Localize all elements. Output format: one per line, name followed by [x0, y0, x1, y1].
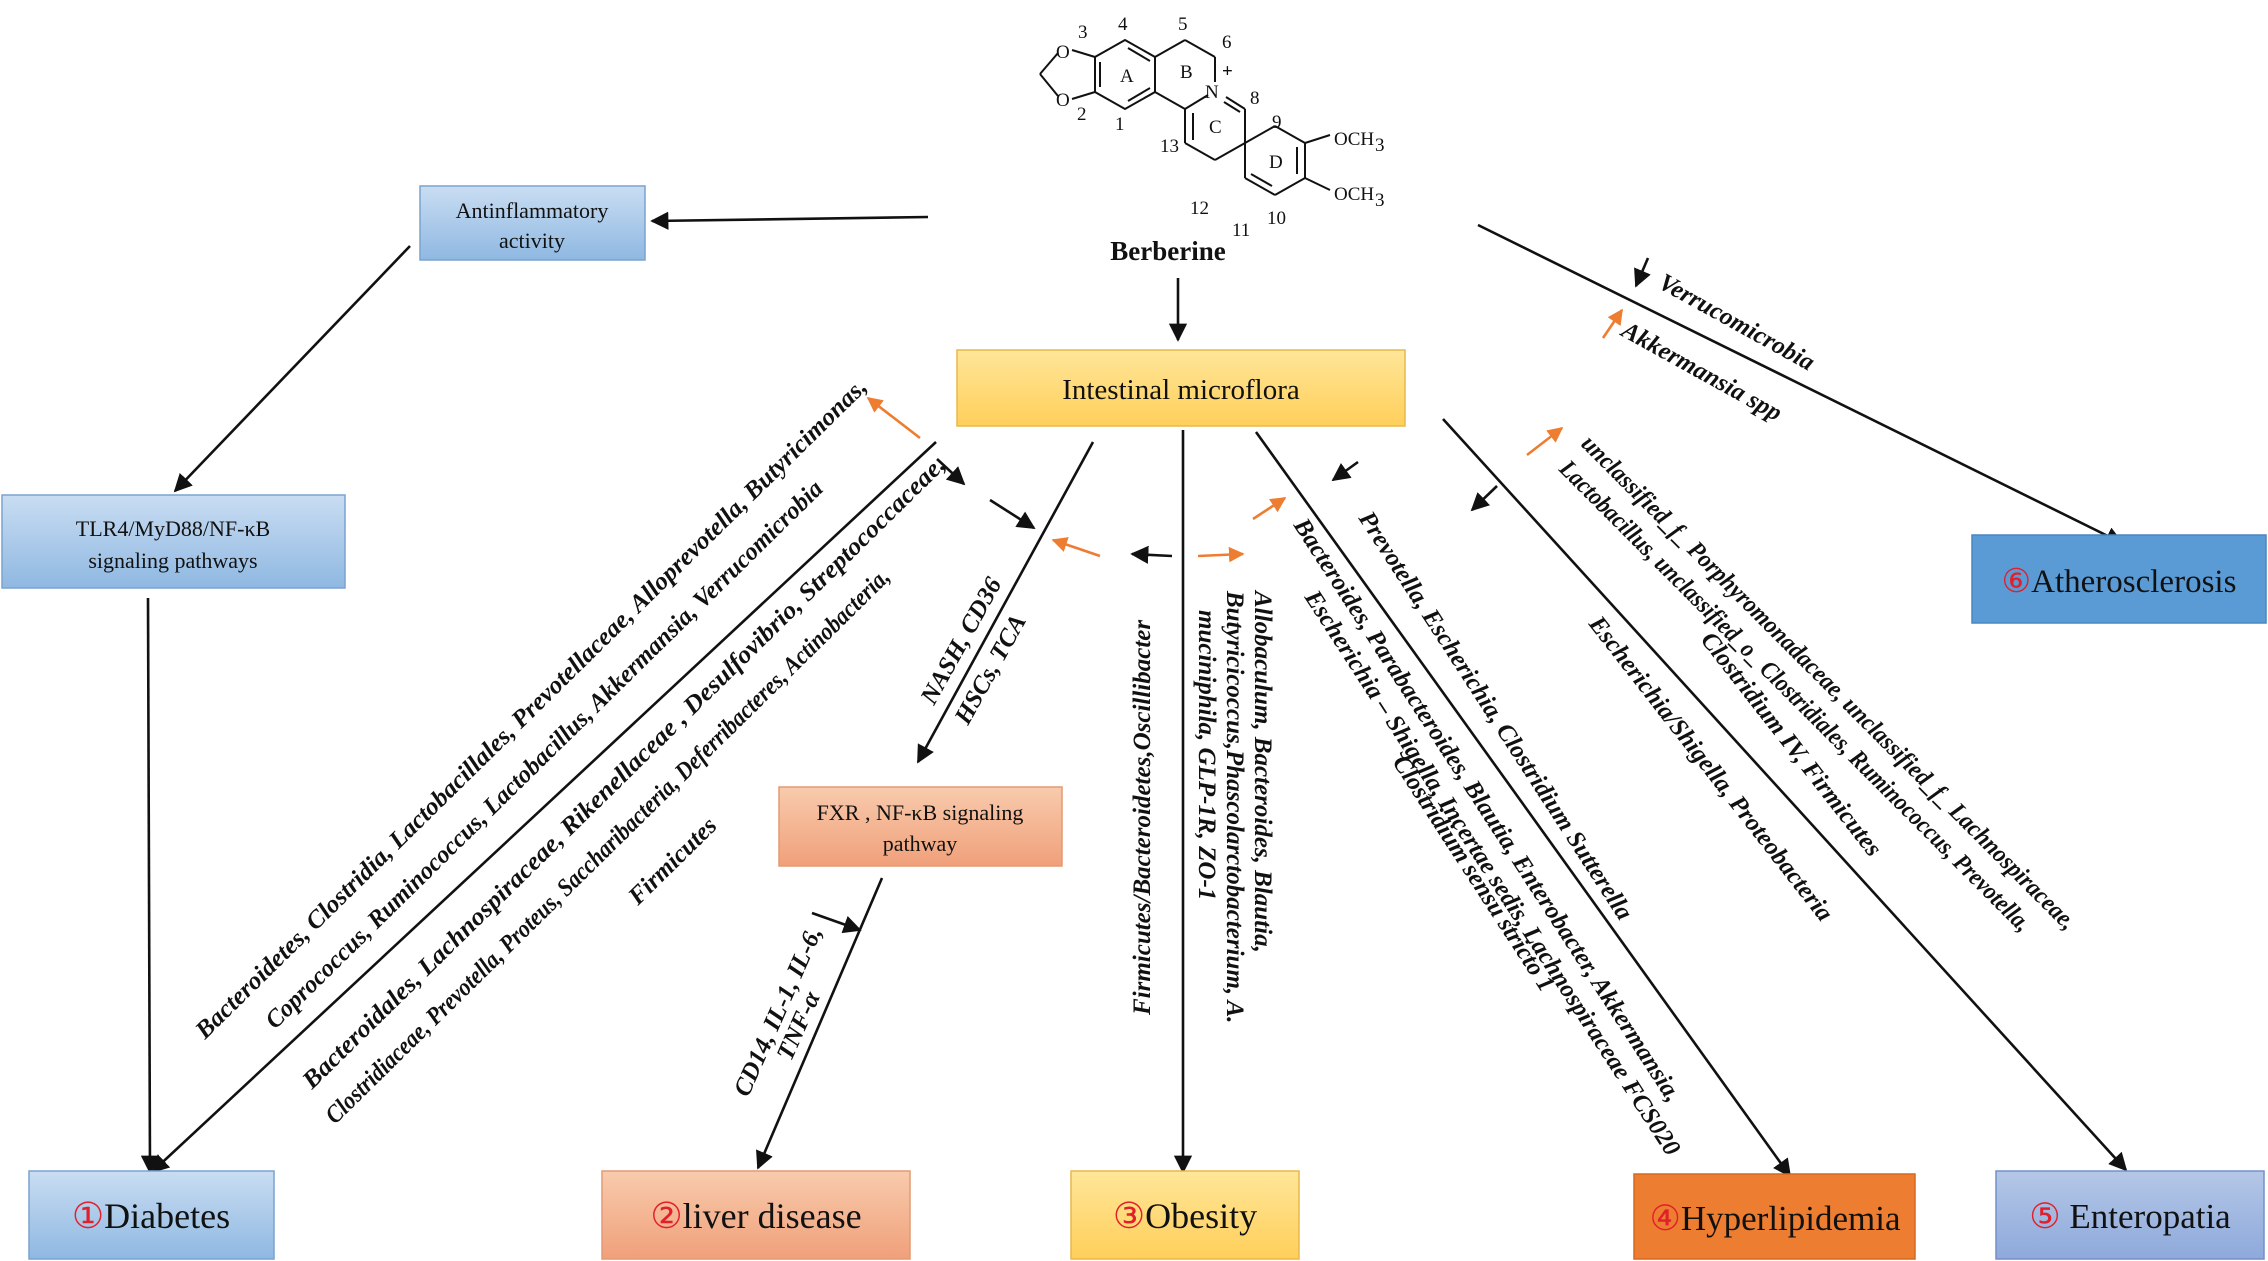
obesity-note-3: Butyricicoccus,Phascolarctobacterium, A. — [1221, 590, 1248, 1023]
box-liver-disease: ②liver disease — [601, 1170, 911, 1260]
atom-num-1: 1 — [1115, 114, 1125, 135]
diabetes-number: ① — [72, 1196, 104, 1236]
atom-num-2: 2 — [1077, 104, 1087, 125]
liver-label: liver disease — [683, 1196, 862, 1236]
atom-num-11: 11 — [1232, 220, 1250, 241]
annotations-obesity: Firmicutes/Bacteroidetes,Oscillibacter A… — [1129, 589, 1276, 1023]
atherosclerosis-number: ⑥ — [2002, 564, 2032, 600]
hyper-note-2: Bacteroides, Parabacteroides, Blautia, E… — [1287, 513, 1686, 1107]
arrow-microflora-to-fxr — [916, 441, 1095, 764]
berberine-atom-labels: O O N + OCH 3 OCH 3 A B C D 1 2 3 4 5 6 … — [1056, 14, 1385, 266]
svg-text:④Hyperlipidemia: ④Hyperlipidemia — [1649, 1199, 1901, 1238]
arrow-microflora-to-enteropatia — [1442, 418, 2128, 1172]
box-enteropatia: ⑤ Enteropatia — [1995, 1170, 2265, 1260]
annotations-hyperlipidemia: Prevotella, Escherichia, Clostridium Sut… — [1287, 506, 1686, 1161]
hyperlipidemia-label: Hyperlipidemia — [1681, 1199, 1901, 1238]
down-arrow-atherosclerosis — [1634, 257, 1651, 288]
och3-10: OCH — [1334, 184, 1374, 205]
arrow-microflora-to-diabetes — [150, 441, 937, 1174]
arrow-berberine-to-atherosclerosis — [1477, 223, 2124, 545]
box-tlr4: TLR4/MyD88/NF-κB signaling pathways — [1, 494, 346, 589]
och3-10-sub: 3 — [1375, 190, 1385, 211]
atom-num-12: 12 — [1190, 198, 1209, 219]
atom-num-5: 5 — [1178, 14, 1188, 35]
box-hyperlipidemia: ④Hyperlipidemia — [1633, 1173, 1916, 1260]
enteropatia-label: Enteropatia — [2061, 1197, 2232, 1236]
down-arrow-diabetes-a — [936, 458, 966, 486]
arrow-berberine-to-antiinflammatory — [650, 211, 929, 230]
obesity-note-1: Firmicutes/Bacteroidetes,Oscillibacter — [1129, 620, 1156, 1016]
up-arrow-atherosclerosis — [1601, 308, 1624, 339]
och3-9: OCH — [1334, 129, 1374, 150]
liver-number: ② — [650, 1196, 682, 1236]
obesity-note-4: muciniphila, GLP-1R, ZO-1 — [1193, 610, 1220, 900]
diabetes-note-1: Bacteroidetes, Clostridia, Lactobacillal… — [190, 373, 873, 1045]
up-arrow-hyperlipidemia — [1252, 496, 1287, 521]
berberine-title: Berberine — [1110, 236, 1225, 266]
fxr-line1: FXR , NF-κB signaling — [817, 800, 1024, 825]
up-arrow-diabetes — [866, 396, 921, 440]
enteropatia-number: ⑤ — [2029, 1197, 2060, 1236]
up-arrow-liver — [1051, 537, 1101, 558]
tlr4-line2: signaling pathways — [88, 548, 257, 573]
connectors — [140, 211, 2128, 1178]
tlr4-line1: TLR4/MyD88/NF-κB — [76, 516, 270, 541]
arrow-tlr4-to-diabetes — [140, 597, 160, 1174]
down-arrow-enteropatia — [1470, 485, 1498, 512]
atom-o-top: O — [1056, 42, 1070, 63]
trend-arrows — [866, 257, 1651, 564]
atom-num-3: 3 — [1078, 22, 1088, 43]
svg-text:⑤ Enteropatia: ⑤ Enteropatia — [2029, 1197, 2231, 1236]
berberine-structure — [1039, 38, 1331, 196]
atom-num-4: 4 — [1118, 14, 1128, 35]
box-fxr: FXR , NF-κB signaling pathway — [778, 786, 1063, 867]
diabetes-note-3: Bacteroidales, Lachnospiraceae, Rikenell… — [297, 451, 951, 1095]
ring-a-label: A — [1120, 66, 1134, 87]
atom-num-13: 13 — [1160, 136, 1179, 157]
arrow-microflora-to-hyperlipidemia — [1254, 431, 1792, 1178]
svg-text:②liver disease: ②liver disease — [650, 1196, 861, 1236]
box-antiinflammatory: Antinflammatory activity — [419, 185, 646, 261]
intestinal-label: Intestinal microflora — [1062, 374, 1300, 406]
ring-b-label: B — [1180, 62, 1193, 83]
down-arrow-obesity — [1130, 545, 1173, 564]
atom-num-9: 9 — [1272, 112, 1282, 133]
hyperlipidemia-number: ④ — [1649, 1199, 1680, 1238]
atherosclerosis-label: Atherosclerosis — [2031, 564, 2236, 600]
atom-num-6: 6 — [1222, 32, 1232, 53]
down-arrow-diabetes-b — [989, 498, 1036, 530]
obesity-number: ③ — [1113, 1196, 1145, 1236]
down-arrow-liver-cytokines — [811, 911, 862, 934]
box-atherosclerosis: ⑥Atherosclerosis — [1971, 534, 2267, 624]
diabetes-label: Diabetes — [104, 1196, 230, 1236]
atom-num-8: 8 — [1250, 88, 1260, 109]
box-diabetes: ①Diabetes — [28, 1170, 275, 1260]
atom-num-10: 10 — [1267, 208, 1286, 229]
antiinflammatory-line2: activity — [499, 228, 565, 253]
arrow-antiinflammatory-to-tlr4 — [173, 245, 411, 493]
svg-text:⑥Atherosclerosis: ⑥Atherosclerosis — [2002, 564, 2237, 600]
annotations-enteropatia: Escherichia/Shigella, Proteobacteria unc… — [1553, 430, 2081, 937]
atom-charge: + — [1222, 61, 1233, 82]
antiinflammatory-line1: Antinflammatory — [456, 198, 609, 223]
down-arrow-hyperlipidemia — [1331, 460, 1359, 482]
obesity-note-2: Allobaculum, Bacteroides, Blautia, — [1249, 589, 1276, 953]
box-obesity: ③Obesity — [1070, 1170, 1300, 1260]
fxr-line2: pathway — [883, 831, 958, 856]
ring-d-label: D — [1269, 152, 1283, 173]
svg-text:③Obesity: ③Obesity — [1113, 1196, 1257, 1236]
svg-text:①Diabetes: ①Diabetes — [72, 1196, 230, 1236]
annotations-atherosclerosis: Verrucomicrobia Akkermansia spp — [1615, 269, 1819, 427]
obesity-label: Obesity — [1145, 1196, 1257, 1236]
och3-9-sub: 3 — [1375, 135, 1385, 156]
annotations-diabetes: Bacteroidetes, Clostridia, Lactobacillal… — [190, 373, 951, 1129]
atom-n: N — [1205, 82, 1219, 103]
box-intestinal-microflora: Intestinal microflora — [956, 349, 1406, 427]
up-arrow-enteropatia — [1526, 426, 1564, 457]
atom-o-bottom: O — [1056, 90, 1070, 111]
up-arrow-obesity — [1197, 546, 1245, 563]
ring-c-label: C — [1209, 117, 1222, 138]
